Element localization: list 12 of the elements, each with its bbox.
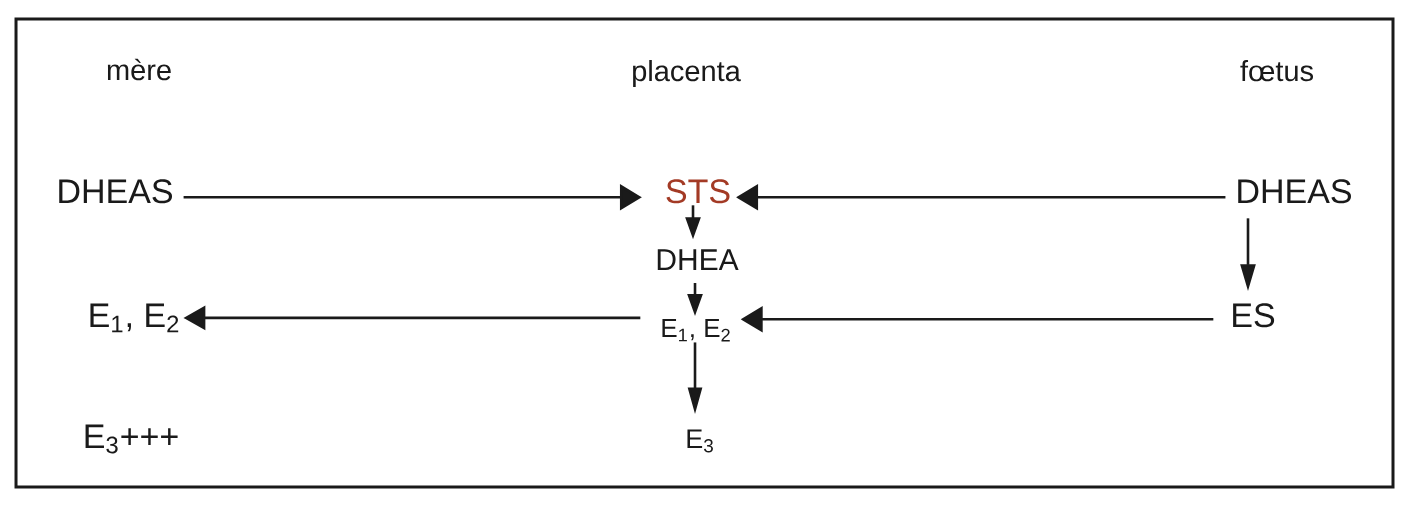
compound-label: DHEAS	[1238, 179, 1351, 204]
compound-label: E$_{3}$	[687, 429, 713, 453]
column-heading: mère	[107, 58, 171, 81]
column-heading: placenta	[633, 60, 741, 87]
compound-label: E$_{1}$, E$_{2}$	[662, 319, 730, 342]
compound-label: E$_{3}$+++	[85, 424, 178, 454]
compound-label: STS	[666, 179, 730, 204]
column-heading: fœtus	[1240, 60, 1314, 82]
compound-label: DHEA	[657, 249, 739, 270]
compound-label: ES	[1233, 303, 1275, 328]
compound-label: DHEAS	[59, 179, 172, 204]
compound-label: E$_{1}$, E$_{2}$	[90, 303, 179, 333]
